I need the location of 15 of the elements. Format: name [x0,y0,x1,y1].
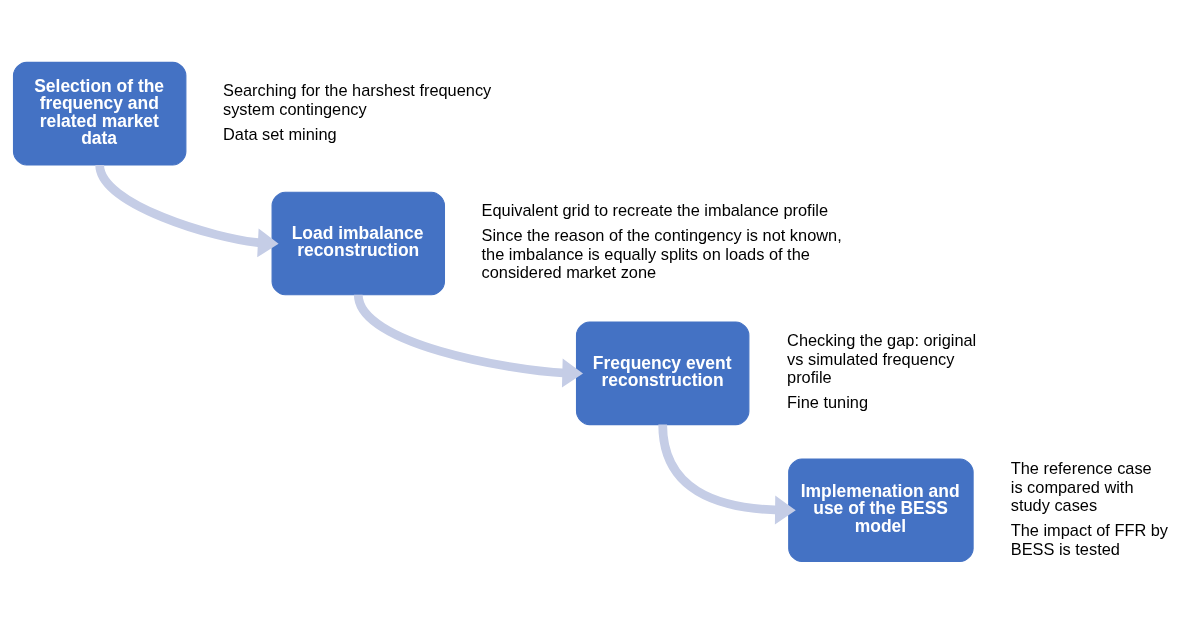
node-label: Since the reason of the contingency is not known, the imbalance is equally splits on loads of the considered market zone [481,225,842,281]
arrow [95,163,279,257]
node-label: Equivalent grid to recreate the imbalance profile [481,200,829,219]
node-label: Searching for the harshest frequency system contingency [222,80,492,118]
node-box: Implemenation and use of the BESS model [788,457,974,562]
node-label: Checking the gap: original vs simulated frequency profile [787,330,977,386]
node-label: The reference case is compared with study cases [1010,458,1152,514]
node-box: Frequency event reconstruction [575,321,750,425]
node-label: The impact of FFR by BESS is tested [1010,520,1169,558]
node-box: Load imbalance reconstruction [271,191,445,295]
node-box: Selection of the frequency and related market data [12,61,187,165]
arrow [354,293,584,387]
node-label: Fine tuning [787,392,869,411]
node-label: Data set mining [222,124,337,143]
arrow [658,423,796,525]
